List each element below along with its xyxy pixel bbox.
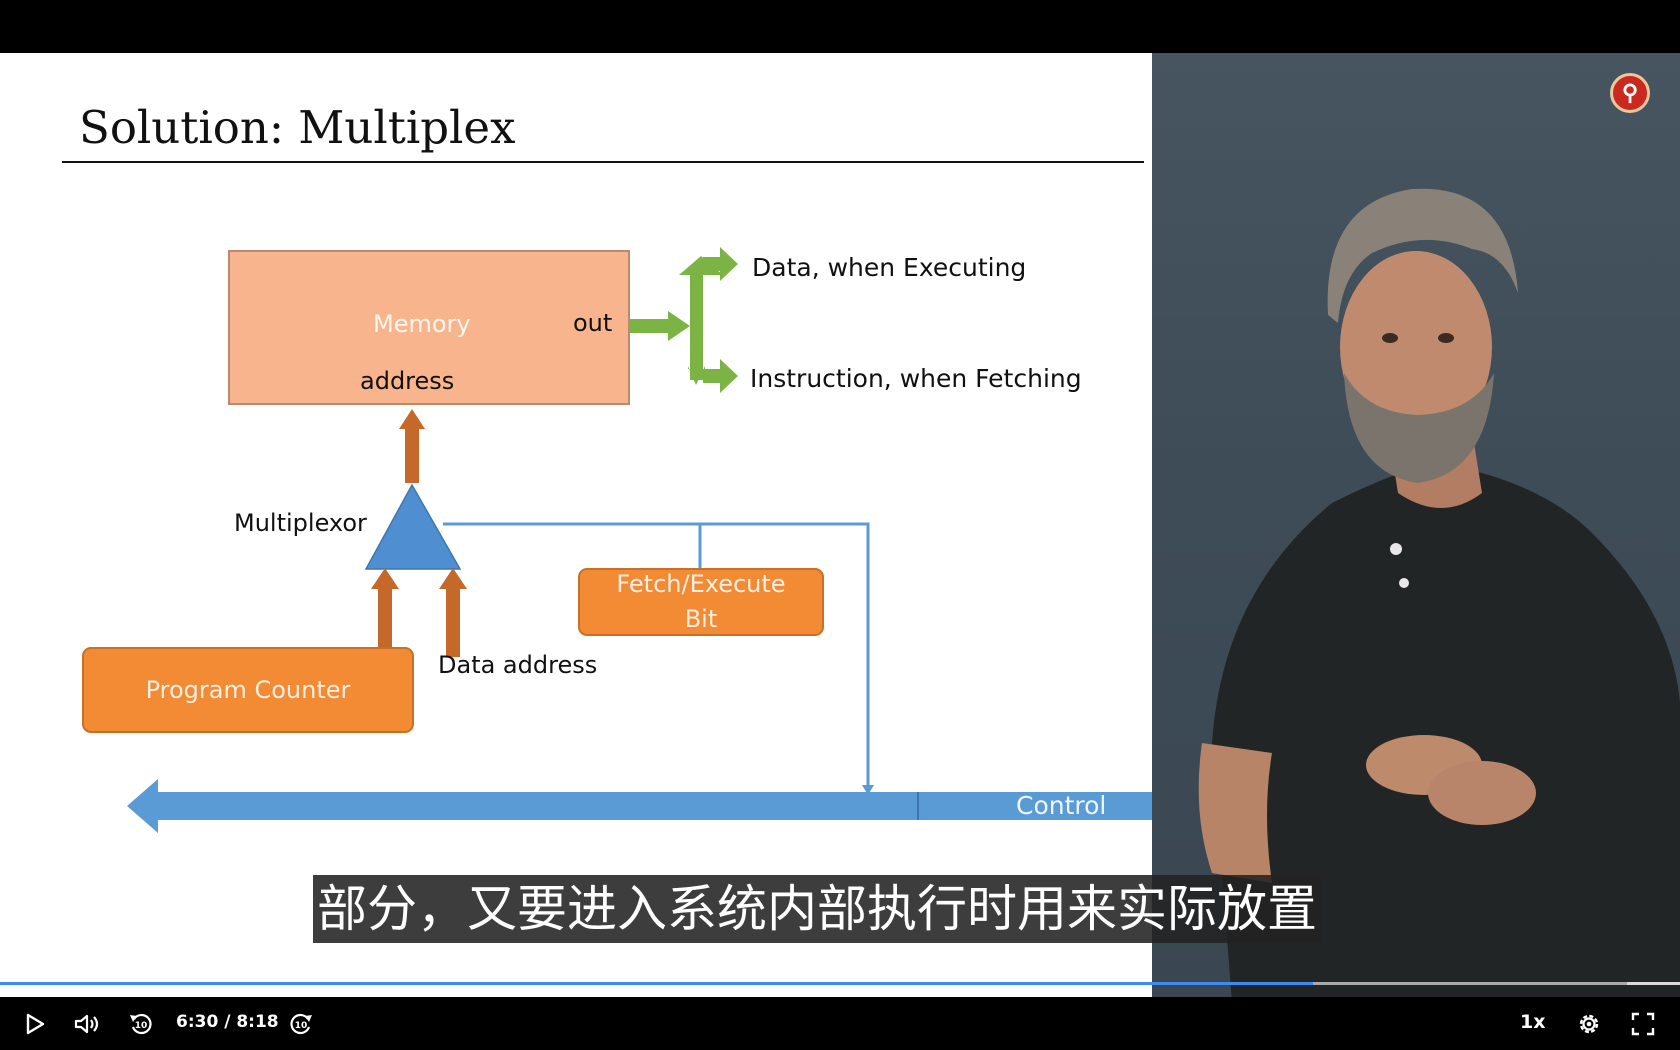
progress-buffered bbox=[1313, 982, 1628, 985]
gear-icon bbox=[1579, 1014, 1599, 1033]
address-arrows bbox=[371, 409, 467, 657]
duration: 8:18 bbox=[236, 1012, 279, 1032]
volume-button[interactable] bbox=[70, 1007, 104, 1040]
video-player[interactable]: Solution: Multiplex Memory out address bbox=[0, 53, 1680, 997]
control-bus bbox=[127, 779, 1152, 833]
diagram-connectors bbox=[127, 247, 1152, 833]
slide-title: Solution: Multiplex bbox=[79, 101, 516, 154]
program-counter-box: Program Counter bbox=[82, 647, 414, 733]
instruction-when-fetching-label: Instruction, when Fetching bbox=[750, 364, 1082, 393]
forward-10-icon: 10 bbox=[290, 1013, 312, 1034]
memory-block bbox=[228, 250, 630, 405]
settings-button[interactable] bbox=[1572, 1007, 1606, 1040]
player-controls: 10 6:30 / 8:18 10 1x bbox=[0, 997, 1680, 1050]
progress-bar[interactable] bbox=[0, 982, 1680, 985]
fetch-execute-line1: Fetch/Execute bbox=[616, 570, 786, 599]
output-arrows bbox=[630, 247, 738, 393]
presenter-video-area bbox=[1152, 53, 1680, 997]
fullscreen-button[interactable] bbox=[1626, 1007, 1660, 1040]
subtitle-caption: 部分，又要进入系统内部执行时用来实际放置 bbox=[313, 875, 1321, 943]
memory-out-label: out bbox=[573, 309, 613, 337]
data-address-label: Data address bbox=[438, 651, 598, 679]
channel-logo-icon: ⚲ bbox=[1610, 73, 1650, 113]
time-separator: / bbox=[218, 1012, 237, 1032]
multiplexor-label: Multiplexor bbox=[234, 509, 367, 537]
rewind-10-button[interactable]: 10 bbox=[124, 1007, 158, 1040]
rewind-10-icon: 10 bbox=[130, 1013, 152, 1034]
time-display: 6:30 / 8:18 bbox=[176, 1012, 279, 1032]
volume-icon bbox=[74, 1014, 99, 1033]
control-wires bbox=[443, 522, 870, 789]
memory-address-label: address bbox=[360, 367, 455, 395]
play-button[interactable] bbox=[20, 1007, 50, 1040]
data-when-executing-label: Data, when Executing bbox=[752, 253, 1027, 282]
fetch-execute-bit-box: Fetch/Execute Bit bbox=[578, 568, 824, 636]
play-icon bbox=[26, 1013, 45, 1034]
forward-10-button[interactable]: 10 bbox=[284, 1007, 318, 1040]
control-label: Control bbox=[1016, 791, 1107, 820]
fullscreen-icon bbox=[1631, 1012, 1655, 1035]
lecture-slide: Solution: Multiplex Memory out address bbox=[0, 53, 1152, 997]
svg-text:10: 10 bbox=[135, 1021, 148, 1031]
fetch-execute-line2: Bit bbox=[684, 605, 718, 633]
current-time: 6:30 bbox=[176, 1012, 219, 1032]
progress-played bbox=[0, 982, 1314, 985]
title-underline bbox=[62, 161, 1144, 163]
playback-speed-button[interactable]: 1x bbox=[1520, 1011, 1546, 1033]
svg-text:10: 10 bbox=[295, 1021, 308, 1031]
multiplexor-triangle bbox=[364, 483, 462, 570]
program-counter-label: Program Counter bbox=[145, 675, 351, 704]
memory-label: Memory bbox=[373, 310, 471, 338]
presenter-figure bbox=[1198, 188, 1680, 997]
